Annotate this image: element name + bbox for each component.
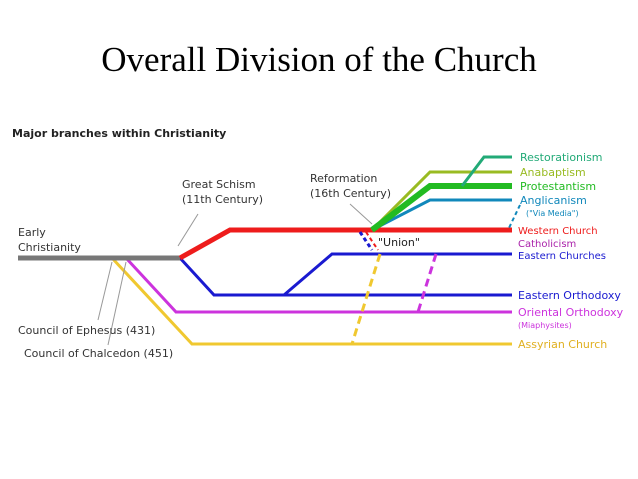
oriental-line [124,256,512,314]
schism-label-1: Great Schism [182,178,256,191]
diagram-heading: Major branches within Christianity [12,127,226,140]
protestantism-label: Protestantism [520,180,596,193]
chalcedon-label: Council of Chalcedon (451) [24,347,173,360]
union-dash-red [365,231,379,251]
western-church-label: Western Church [518,226,598,237]
anglicanism-line [371,198,512,232]
via-media-label: ("Via Media") [526,209,579,218]
anabaptism-line [370,170,512,232]
eastern-churches-line [283,252,512,297]
eastern-orthodoxy-label: Eastern Orthodoxy [518,289,621,302]
assyrian-union-dash [350,253,382,345]
eastern-churches-label: Eastern Churches [518,251,606,262]
eastern-orthodoxy-line [178,256,512,297]
anglicanism-label: Anglicanism [520,194,587,207]
restorationism-label: Restorationism [520,151,603,164]
reformation-label-1: Reformation [310,172,377,185]
ephesus-pointer [97,261,113,321]
oriental-orthodoxy-label: Oriental Orthodoxy [518,306,624,319]
restorationism-line [460,155,512,187]
miaphysites-label: (Miaphysites) [518,321,572,330]
schism-pointer [177,213,199,247]
oriental-union-dash [416,253,438,313]
catholicism-label: Catholicism [518,239,576,250]
assyrian-line [110,256,512,346]
reformation-label-2: (16th Century) [310,187,391,200]
union-label: "Union" [378,236,420,249]
schism-label-2: (11th Century) [182,193,263,206]
early-label-1: Early [18,226,46,239]
ephesus-label: Council of Ephesus (431) [18,324,155,337]
anglican-via-media-dash [507,204,521,231]
chalcedon-pointer [107,261,127,346]
assyrian-label: Assyrian Church [518,338,607,351]
slide-title: Overall Division of the Church [101,40,537,79]
western-church-line [178,227,512,261]
protestantism-line [370,183,512,233]
union-dash-blue [358,231,374,251]
early-label-2: Christianity [18,241,81,254]
anabaptism-label: Anabaptism [520,166,586,179]
reformation-pointer [349,203,373,225]
